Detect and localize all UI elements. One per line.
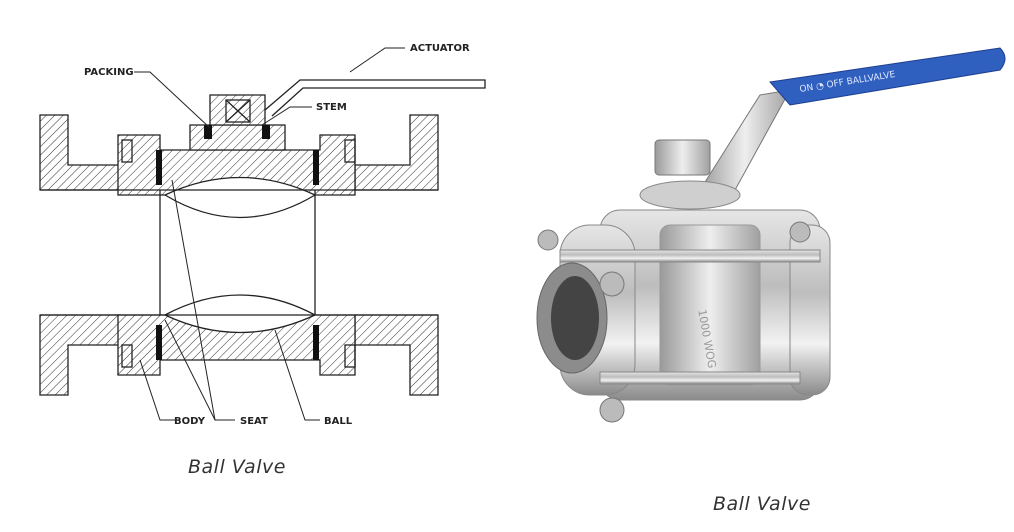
photo-caption: Ball Valve bbox=[713, 493, 811, 515]
label-ball: BALL bbox=[324, 416, 353, 427]
label-packing: PACKING bbox=[84, 67, 134, 78]
ball-valve-photo: ON ◔ OFF BALLVALVE 1000 WOG bbox=[536, 47, 1006, 423]
label-body: BODY bbox=[174, 416, 206, 427]
label-seat: SEAT bbox=[240, 416, 268, 427]
diagram-caption: Ball Valve bbox=[188, 456, 286, 478]
label-actuator: ACTUATOR bbox=[410, 43, 470, 54]
label-stem: STEM bbox=[316, 102, 347, 113]
